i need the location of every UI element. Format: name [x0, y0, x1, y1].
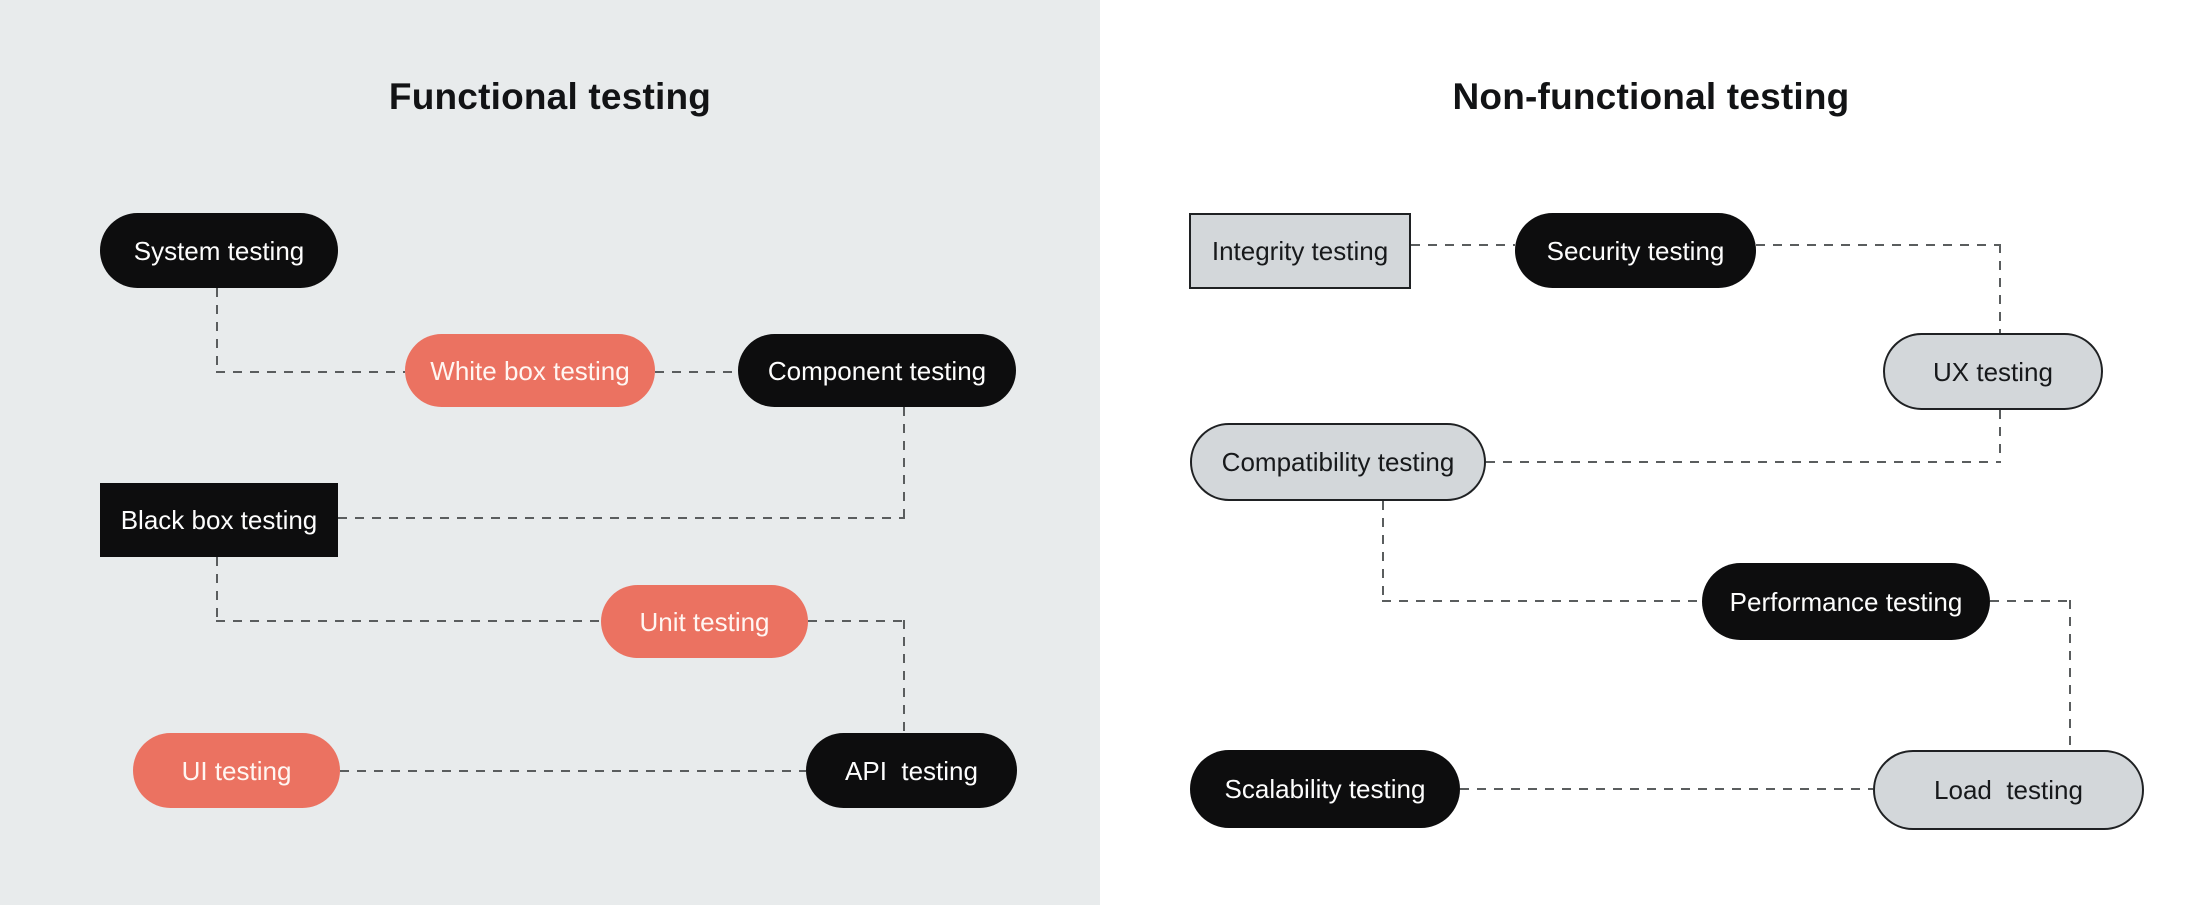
connector-ux-to-compatibility-h: [1486, 461, 2001, 463]
functional-title: Functional testing: [388, 76, 712, 117]
connector-component-to-blackbox-v: [903, 407, 905, 518]
connector-scalability-to-load: [1460, 788, 1873, 790]
connector-performance-to-load-v: [2069, 600, 2071, 750]
node-load-testing: Load testing: [1873, 750, 2144, 830]
node-api-testing: API testing: [806, 733, 1017, 808]
node-black-box-testing: Black box testing: [100, 483, 338, 557]
node-scalability-testing: Scalability testing: [1190, 750, 1460, 828]
connector-system-to-whitebox-h: [216, 371, 405, 373]
node-ux-testing: UX testing: [1883, 333, 2103, 410]
connector-compatibility-to-performance-v: [1382, 501, 1384, 601]
node-unit-testing: Unit testing: [601, 585, 808, 658]
node-security-testing: Security testing: [1515, 213, 1756, 288]
node-white-box-testing: White box testing: [405, 334, 655, 407]
connector-whitebox-to-component: [655, 371, 738, 373]
connector-ux-to-compatibility-v: [1999, 410, 2001, 462]
node-integrity-testing: Integrity testing: [1189, 213, 1411, 289]
node-compatibility-testing: Compatibility testing: [1190, 423, 1486, 501]
node-ui-testing: UI testing: [133, 733, 340, 808]
connector-security-to-ux-v: [1999, 244, 2001, 333]
connector-component-to-blackbox-h: [338, 517, 905, 519]
connector-ui-to-api: [340, 770, 806, 772]
connector-unit-to-api-h: [808, 620, 904, 622]
connector-compatibility-to-performance-h: [1382, 600, 1702, 602]
node-system-testing: System testing: [100, 213, 338, 288]
connector-blackbox-to-unit-h: [216, 620, 601, 622]
connector-unit-to-api-v: [903, 620, 905, 733]
connector-performance-to-load-h: [1990, 600, 2070, 602]
connector-blackbox-to-unit-v: [216, 557, 218, 621]
connector-integrity-to-security: [1411, 244, 1515, 246]
non-functional-title: Non-functional testing: [1452, 76, 1850, 117]
connector-system-to-whitebox-v: [216, 288, 218, 372]
connector-security-to-ux-h: [1756, 244, 2001, 246]
node-component-testing: Component testing: [738, 334, 1016, 407]
node-performance-testing: Performance testing: [1702, 563, 1990, 640]
